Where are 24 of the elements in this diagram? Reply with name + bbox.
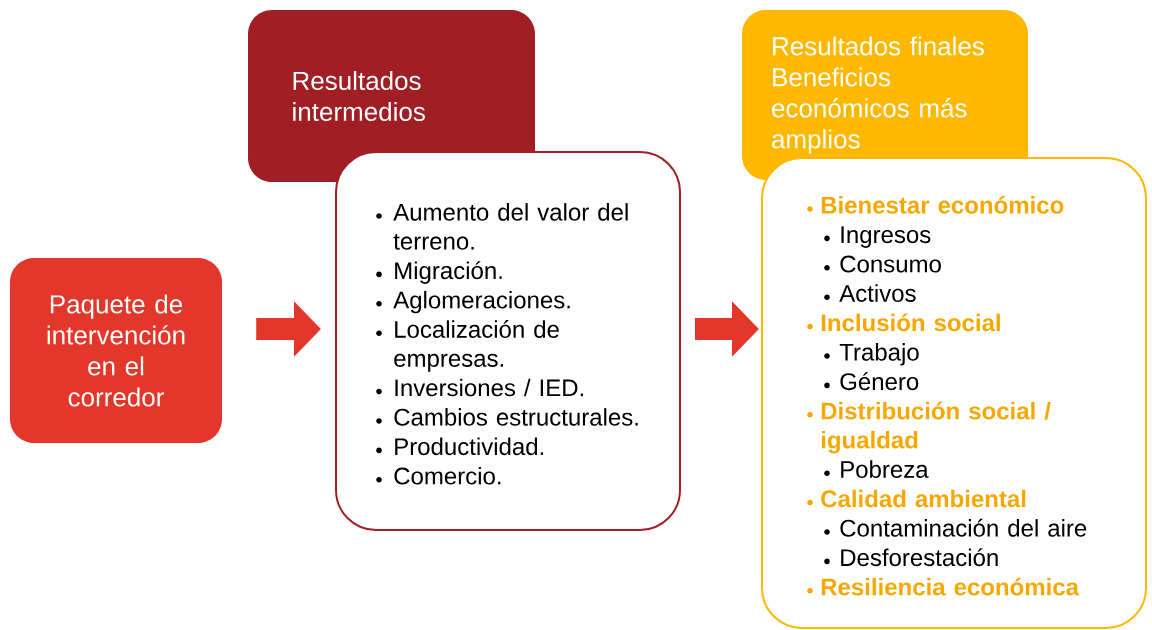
list-item: Cambios estructurales. <box>394 408 638 426</box>
list-item: Consumo <box>840 255 941 273</box>
list-box <box>335 151 681 531</box>
list-heading: Distribución social / igualdad <box>821 401 1051 454</box>
list-heading: Inclusión social <box>821 313 1000 332</box>
list-item: Productividad. <box>395 437 544 456</box>
list-heading: Calidad ambiental <box>821 489 1026 508</box>
list-item: Activos <box>839 284 916 302</box>
list-item: Desforestación <box>841 548 998 567</box>
list-heading: Resiliencia económica <box>821 577 1080 596</box>
list-item: Comercio. <box>394 466 501 485</box>
list-item: Pobreza <box>841 460 929 478</box>
list-item: Inversiones / IED. <box>395 378 584 397</box>
list-item: Localización de empresas. <box>394 320 559 372</box>
list-item: Aglomeraciones. <box>393 290 570 314</box>
process-box: Paquete de intervención en el corredor <box>10 258 222 443</box>
list-item: Trabajo <box>839 343 919 366</box>
list-box <box>761 157 1147 629</box>
list-heading: Bienestar económico <box>821 195 1064 214</box>
list-item: Ingresos <box>841 226 931 248</box>
list-item: Aumento del valor del terreno. <box>393 203 628 250</box>
list-item: Contaminación del aire <box>840 518 1087 537</box>
list-item: Género <box>840 372 919 391</box>
list-item: Migración. <box>395 261 502 284</box>
